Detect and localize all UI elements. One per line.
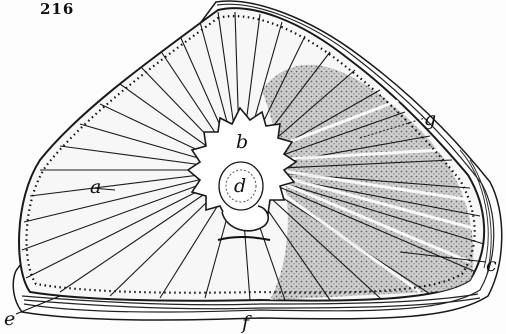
- label-b: b: [236, 133, 248, 152]
- label-f: f: [242, 314, 249, 333]
- label-a: a: [90, 178, 101, 197]
- label-g: g: [424, 110, 436, 129]
- label-e: e: [4, 310, 15, 329]
- label-c: c: [486, 256, 497, 275]
- label-d: d: [234, 177, 246, 196]
